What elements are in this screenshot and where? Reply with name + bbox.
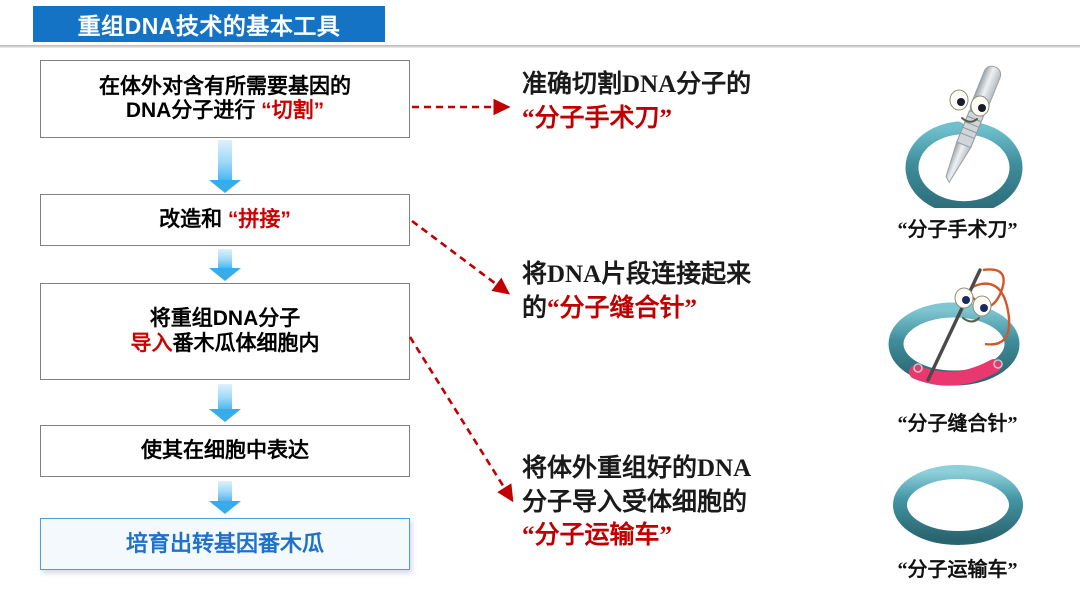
illustration-2-caption: “分子缝合针” (897, 413, 1018, 435)
down-arrow-3-icon (209, 384, 241, 422)
explanation-1-line-2: “分子手术刀” (522, 104, 673, 132)
connector-arrow-3 (408, 336, 514, 503)
flow-box-4[interactable]: 使其在细胞中表达 (40, 425, 410, 477)
down-arrow-2-icon (209, 249, 241, 281)
explanation-2-line-2-red: “分子缝合针” (547, 294, 698, 322)
flow-box-3[interactable]: 将重组DNA分子 导入番木瓜体细胞内 (40, 283, 410, 380)
illustration-3-caption: “分子运输车” (897, 559, 1018, 581)
down-arrow-1-icon (209, 140, 241, 193)
flow-box-2-line-1: 改造和 “拼接” (159, 208, 291, 232)
explanation-3-line-1: 将体外重组好的DNA (522, 455, 752, 482)
illustration-1-caption: “分子手术刀” (897, 219, 1018, 241)
flow-box-1[interactable]: 在体外对含有所需要基因的 DNA分子进行 “切割” (40, 60, 410, 138)
flow-box-1-line-2-black: DNA分子进行 (125, 99, 256, 122)
flow-box-3-line-2: 导入番木瓜体细胞内 (131, 332, 320, 356)
connector-arrow-2 (411, 219, 511, 295)
flow-box-2-black: 改造和 (159, 207, 223, 231)
flow-box-2-red: “拼接” (227, 207, 291, 231)
page-title: 重组DNA技术的基本工具 (33, 6, 385, 42)
flow-box-1-line-2-red: “切割” (261, 99, 325, 122)
illustration-scalpel: “分子手术刀” (850, 58, 1065, 242)
explanation-1-line-1: 准确切割DNA分子的 (522, 71, 752, 98)
flow-box-5-result[interactable]: 培育出转基因番木瓜 (40, 518, 410, 570)
page-title-text: 重组DNA技术的基本工具 (77, 13, 341, 39)
explanation-2-line-2-black: 的 (522, 294, 548, 322)
flow-box-3-line-1: 将重组DNA分子 (149, 307, 301, 331)
plasmid-with-needle-icon (888, 268, 1019, 386)
illustration-needle: “分子缝合针” (850, 252, 1065, 436)
flow-box-5-line-1: 培育出转基因番木瓜 (125, 531, 324, 557)
title-divider (0, 45, 1080, 48)
flow-box-4-line-1: 使其在细胞中表达 (141, 438, 309, 462)
explanation-1: 准确切割DNA分子的 “分子手术刀” (522, 68, 852, 135)
explanation-3-line-2: 分子导入受体细胞的 (522, 488, 748, 516)
down-arrow-4-icon (209, 481, 241, 514)
explanation-3: 将体外重组好的DNA 分子导入受体细胞的 “分子运输车” (522, 452, 852, 553)
explanation-2: 将DNA片段连接起来 的“分子缝合针” (522, 258, 852, 325)
flow-box-1-line-1: 在体外对含有所需要基因的 (99, 74, 351, 98)
illustration-plasmid: “分子运输车” (850, 462, 1065, 582)
explanation-3-line-3: “分子运输车” (522, 522, 673, 549)
plasmid-ring-icon (892, 465, 1023, 545)
plasmid-with-scalpel-icon (905, 65, 1022, 215)
flow-box-3-tail: 番木瓜体细胞内 (172, 331, 320, 355)
explanation-2-line-2: 的“分子缝合针” (522, 292, 852, 326)
flow-box-3-red: 导入 (130, 331, 173, 355)
explanation-2-line-1: 将DNA片段连接起来 (522, 261, 752, 288)
flow-box-1-line-2: DNA分子进行 “切割” (126, 99, 324, 123)
flow-box-2[interactable]: 改造和 “拼接” (40, 194, 410, 246)
